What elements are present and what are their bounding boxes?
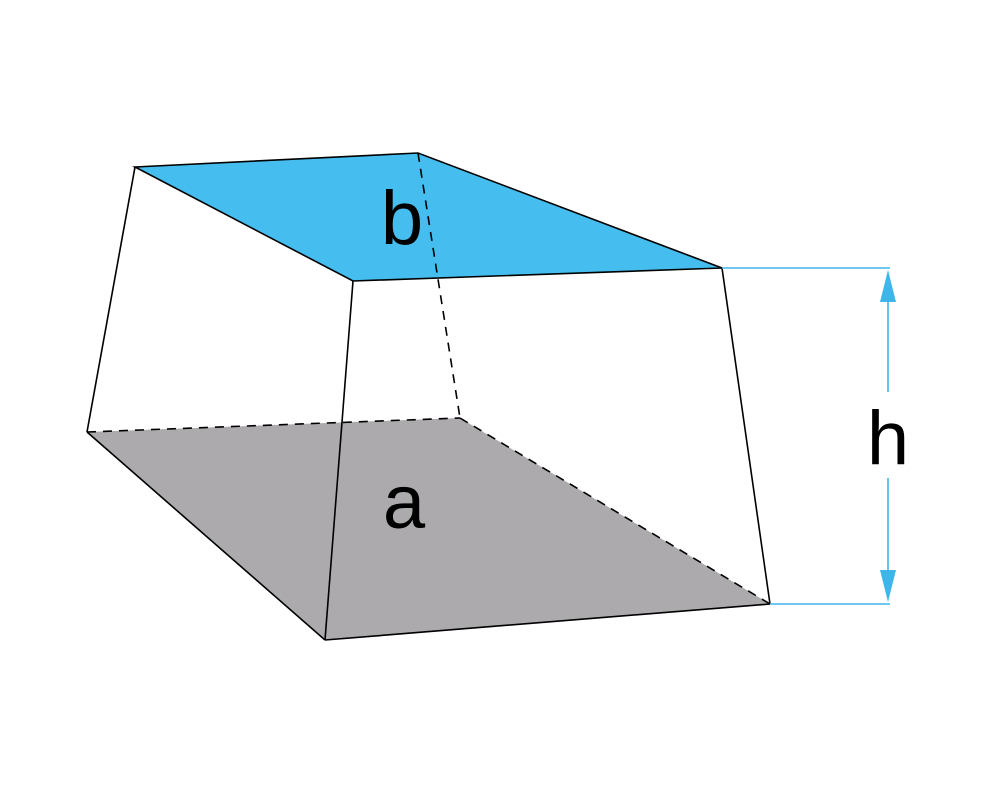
left-lateral-edge [86, 166, 136, 433]
front-lateral-edge [324, 280, 354, 641]
bottom-front-right-edge [324, 603, 771, 641]
height-arrow-up-icon [880, 270, 896, 302]
back-vertical-edge-hidden [417, 152, 461, 419]
label-h: h [867, 396, 909, 481]
height-arrow-down-icon [880, 570, 896, 602]
bottom-back-right-edge-hidden [459, 417, 771, 605]
label-b: b [381, 176, 423, 261]
label-a: a [383, 460, 426, 545]
right-lateral-edge [721, 267, 771, 605]
bottom-back-left-edge-hidden [86, 417, 461, 433]
bottom-face-a [87, 418, 770, 640]
bottom-front-left-edge [86, 431, 326, 641]
